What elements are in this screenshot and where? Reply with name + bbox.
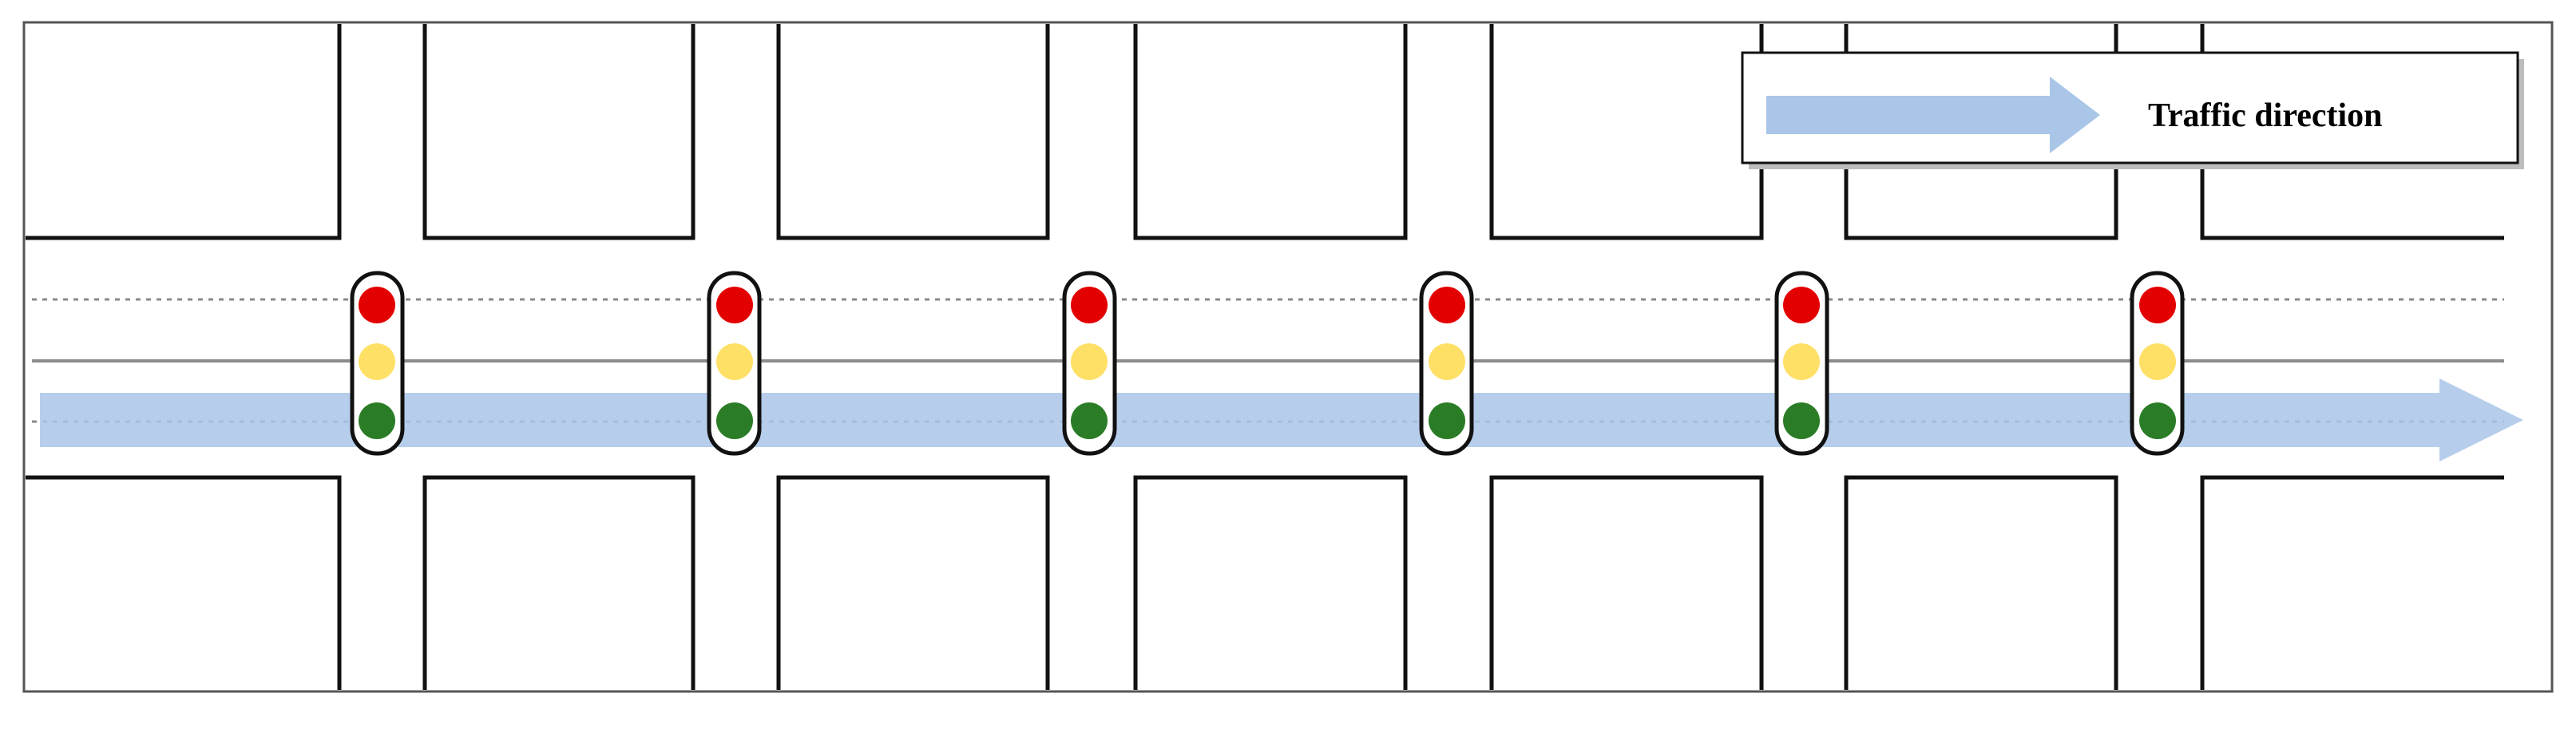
city-block [2200, 475, 2504, 690]
yellow-light [1429, 343, 1465, 380]
yellow-light [716, 343, 753, 380]
city-block [1133, 24, 1408, 240]
green-light [2139, 402, 2176, 439]
traffic-signal [350, 271, 405, 456]
traffic-signal [707, 271, 762, 456]
yellow-light [1783, 343, 1820, 380]
green-light [1783, 402, 1820, 439]
legend-arrow-icon [1766, 77, 2100, 153]
city-block [1133, 475, 1408, 690]
red-light [1071, 287, 1108, 323]
red-light [716, 287, 753, 323]
green-light [1429, 402, 1465, 439]
legend: Traffic direction [1741, 51, 2524, 169]
city-block [1844, 475, 2118, 690]
red-light [359, 287, 395, 323]
traffic-signals [350, 271, 2185, 456]
yellow-light [359, 343, 395, 380]
city-block [1489, 475, 1764, 690]
city-block [26, 24, 342, 240]
city-blocks-bottom [26, 475, 2504, 690]
city-block [776, 475, 1050, 690]
legend-label: Traffic direction [2148, 97, 2383, 134]
traffic-flow-arrow [40, 378, 2523, 462]
city-block [422, 475, 696, 690]
green-light [359, 402, 395, 439]
traffic-signal [1419, 271, 1474, 456]
yellow-light [1071, 343, 1108, 380]
traffic-signal [1774, 271, 1829, 456]
city-block [422, 24, 696, 240]
city-block [776, 24, 1050, 240]
yellow-light [2139, 343, 2176, 380]
red-light [2139, 287, 2176, 323]
green-light [1071, 402, 1108, 439]
traffic-signal [1062, 271, 1117, 456]
city-block [26, 475, 342, 690]
red-light [1783, 287, 1820, 323]
traffic-signal [2130, 271, 2185, 456]
green-light [716, 402, 753, 439]
red-light [1429, 287, 1465, 323]
